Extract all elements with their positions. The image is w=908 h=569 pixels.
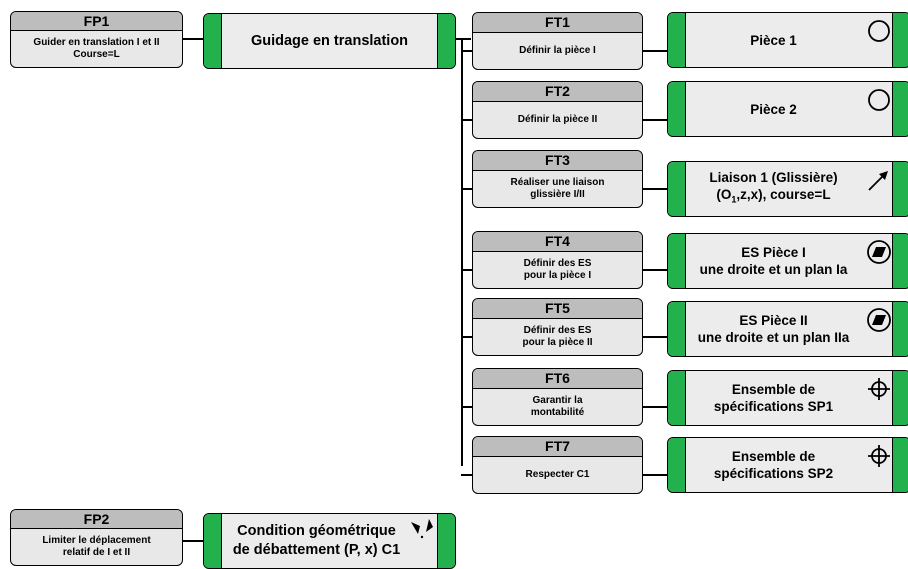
solution-box-6: Ensemble de spécifications SP1 [667,370,908,426]
connector [643,119,667,121]
green-bar [668,13,686,67]
tree-trunk [461,38,463,466]
green-bar [668,82,686,136]
branch-connector [461,188,472,190]
solution-label-line1: Liaison 1 (Glissière) [709,170,838,186]
flatness-icon [867,308,891,332]
fp1-box: FP1 Guider en translation I et II Course… [10,11,183,68]
green-bar [668,302,686,356]
solution-label-wrap: Liaison 1 (Glissière)(O1,z,x), course=L [709,169,837,209]
solution-label-line2-sub: 1 [731,194,737,205]
connector [643,336,667,338]
green-bar [668,371,686,425]
branch-connector [461,336,472,338]
ft-text: Définir la pièce II [517,114,598,125]
branch-connector [461,50,472,52]
solution-label: Ensemble de spécifications SP1 [713,382,834,414]
ft-header: FT2 [473,82,642,102]
solution-label: Pièce 2 [750,101,797,117]
fp1-header: FP1 [11,12,182,31]
ft-text: Définir des ES pour la pièce I [523,258,592,281]
green-bar [892,302,908,356]
connector [643,269,667,271]
green-bar [892,82,908,136]
solution-box-5: ES Pièce II une droite et un plan IIa [667,301,908,357]
main-solution-box: Guidage en translation [203,13,456,69]
arrow-icon [868,171,888,191]
flatness-icon [867,240,891,264]
solution-label-line2-post: ,z,x), course=L [736,187,831,203]
green-bar [892,371,908,425]
branch-connector [461,269,472,271]
solution-box-7: Ensemble de spécifications SP2 [667,437,908,493]
circle-icon [868,89,890,111]
branch-connector [461,119,472,121]
connector [643,50,667,52]
ft-text: Définir des ES pour la pièce II [522,325,593,348]
solution-label: ES Pièce I une droite et un plan Ia [699,245,848,277]
solution-box-3: Liaison 1 (Glissière)(O1,z,x), course=L [667,161,908,217]
connector [643,474,667,476]
ft-text: Garantir la montabilité [530,395,585,418]
green-bar [668,162,686,216]
branch-connector [461,406,472,408]
branch-connector [461,474,472,476]
green-bar [892,162,908,216]
fp2-header: FP2 [11,510,182,529]
ft-text: Réaliser une liaison glissière I/II [510,177,605,200]
angularity-icon [411,519,433,539]
fp2-box: FP2 Limiter le déplacement relatif de I … [10,509,183,566]
ft-header: FT3 [473,151,642,171]
connector [643,406,667,408]
ft-header: FT1 [473,13,642,33]
ft-header: FT6 [473,369,642,389]
solution-label: Pièce 1 [750,32,797,48]
solution-box-4: ES Pièce I une droite et un plan Ia [667,233,908,289]
ft-header: FT7 [473,437,642,457]
ft-text: Respecter C1 [525,469,590,480]
solution-box-2: Pièce 2 [667,81,908,137]
ft-header: FT5 [473,299,642,319]
connector [456,38,471,40]
solution-label: Liaison 1 (Glissière)(O1,z,x), course=L [685,162,862,216]
green-bar [668,234,686,288]
solution-box-1: Pièce 1 [667,12,908,68]
fp2-text: Limiter le déplacement relatif de I et I… [42,535,151,558]
ft-text: Définir la pièce I [519,45,596,56]
connector [183,540,203,542]
fp2-solution-label: Condition géométrique de débattement (P,… [232,523,401,558]
green-bar [892,438,908,492]
green-bar [668,438,686,492]
position-icon [868,378,890,400]
solution-label-line2-pre: (O [716,187,732,203]
solution-label: ES Pièce II une droite et un plan IIa [697,313,850,345]
fp1-text: Guider en translation I et II Course=L [33,37,160,60]
connector [643,188,667,190]
green-bar [892,234,908,288]
main-solution-label: Guidage en translation [250,32,409,49]
solution-label: Ensemble de spécifications SP2 [713,449,834,481]
ft-header: FT4 [473,232,642,252]
green-bar [892,13,908,67]
position-icon [868,445,890,467]
circle-icon [868,20,890,42]
connector [183,38,203,40]
fp2-solution-box: Condition géométrique de débattement (P,… [203,513,456,569]
